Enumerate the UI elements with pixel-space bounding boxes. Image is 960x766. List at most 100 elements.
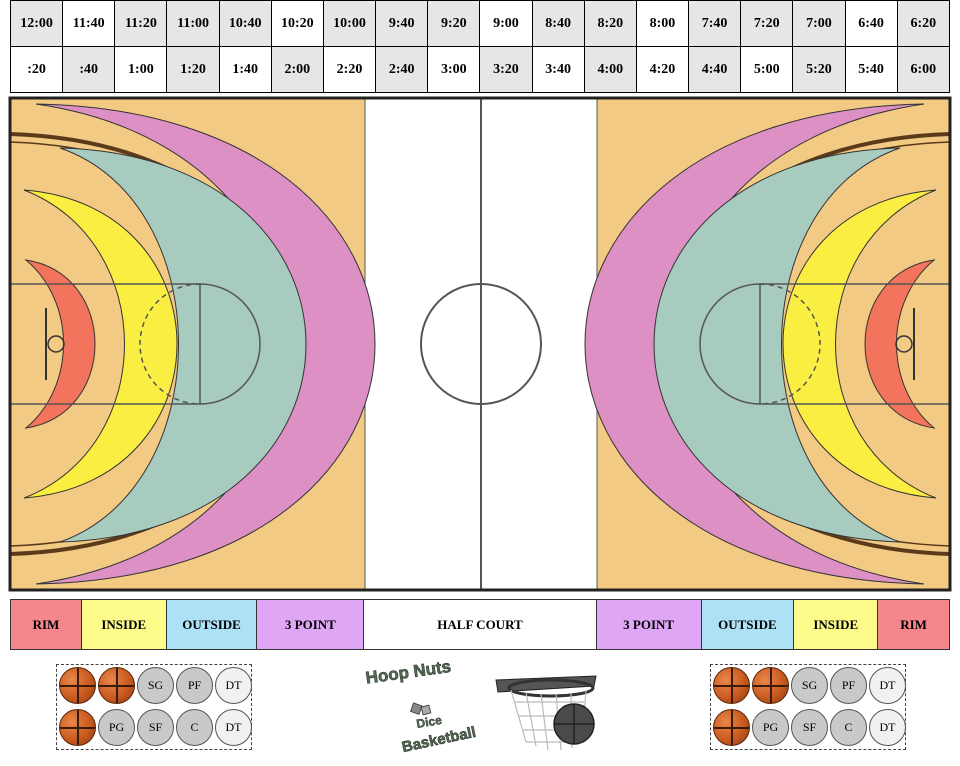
clock-cell[interactable]: 6:00 (896, 46, 951, 93)
clock-cell[interactable]: 1:40 (218, 46, 272, 93)
left-half (10, 103, 376, 585)
right-outside-zone[interactable] (653, 147, 901, 543)
clock-cell[interactable]: 11:40 (62, 0, 116, 47)
logo-text-hoop-nuts: Hoop Nuts (364, 662, 452, 688)
hoop-nuts-logo: Hoop Nuts Dice Basketball (364, 662, 597, 756)
clock-cell[interactable]: 6:40 (844, 0, 898, 47)
left-hoop (47, 335, 65, 353)
basketball-token-icon[interactable] (59, 709, 96, 746)
clock-cell[interactable]: 7:20 (740, 0, 794, 47)
right-half (584, 103, 950, 585)
clock-cell[interactable]: 2:40 (375, 46, 429, 93)
clock-cell[interactable]: 4:00 (583, 46, 637, 93)
zone-inside[interactable]: INSIDE (81, 600, 167, 649)
player-chip-dt[interactable]: DT (869, 667, 906, 704)
zone-3-point[interactable]: 3 POINT (596, 600, 702, 649)
player-chip-pf[interactable]: PF (830, 667, 867, 704)
clock-cell[interactable]: 3:00 (427, 46, 481, 93)
clock-cell[interactable]: 9:40 (375, 0, 429, 47)
left-key (10, 283, 201, 405)
player-chip-sg[interactable]: SG (791, 667, 828, 704)
court-border (8, 96, 952, 592)
basketball-token-icon[interactable] (713, 667, 750, 704)
clock-cell[interactable]: 12:00 (9, 0, 64, 47)
clock-cell[interactable]: 6:20 (896, 0, 951, 47)
clock-cell[interactable]: 1:20 (166, 46, 220, 93)
player-chip-sf[interactable]: SF (137, 709, 174, 746)
player-chip-dt[interactable]: DT (869, 709, 906, 746)
left-free-throw-arc (199, 283, 261, 405)
clock-cell[interactable]: :40 (62, 46, 116, 93)
clock-cell[interactable]: 10:20 (270, 0, 324, 47)
zone-rim[interactable]: RIM (11, 600, 82, 649)
zone-rim[interactable]: RIM (878, 600, 949, 649)
clock-cell[interactable]: 5:00 (740, 46, 794, 93)
dice-icon (420, 704, 432, 716)
zone-3-point[interactable]: 3 POINT (257, 600, 365, 649)
right-free-throw-arc-dashed (759, 283, 821, 405)
clock-cell[interactable]: 2:00 (270, 46, 324, 93)
left-inside-zone[interactable] (23, 189, 178, 499)
zone-outside[interactable]: OUTSIDE (166, 600, 258, 649)
player-chip-pg[interactable]: PG (752, 709, 789, 746)
dice-icon (410, 702, 423, 715)
clock-cell[interactable]: 4:40 (688, 46, 742, 93)
zone-half-court[interactable]: HALF COURT (364, 600, 597, 649)
clock-cell[interactable]: 1:00 (114, 46, 168, 93)
logo-text-dice: Dice (415, 713, 443, 731)
player-chip-pg[interactable]: PG (98, 709, 135, 746)
player-chip-sg[interactable]: SG (137, 667, 174, 704)
right-rim-zone[interactable] (864, 259, 936, 429)
player-chip-sf[interactable]: SF (791, 709, 828, 746)
zone-outside[interactable]: OUTSIDE (701, 600, 795, 649)
clock-cell[interactable]: 8:00 (635, 0, 690, 47)
hoop-net-icon (495, 675, 597, 751)
clock-cell[interactable]: 4:20 (635, 46, 690, 93)
player-chip-pf[interactable]: PF (176, 667, 213, 704)
right-key (759, 283, 950, 405)
left-rim-zone[interactable] (24, 259, 96, 429)
clock-cell[interactable]: 2:20 (322, 46, 377, 93)
right-free-throw-arc (699, 283, 761, 405)
basketball-token-icon[interactable] (752, 667, 789, 704)
clock-cell[interactable]: 7:40 (688, 0, 742, 47)
zone-inside[interactable]: INSIDE (794, 600, 879, 649)
clock-cell[interactable]: 5:40 (844, 46, 898, 93)
clock-cell[interactable]: 8:20 (583, 0, 637, 47)
right-hoop (895, 335, 913, 353)
basketball-token-icon[interactable] (59, 667, 96, 704)
basketball-token-icon[interactable] (713, 709, 750, 746)
right-inside-zone[interactable] (782, 189, 937, 499)
clock-cell[interactable]: :20 (9, 46, 64, 93)
left-outside-zone[interactable] (59, 147, 307, 543)
player-chip-c[interactable]: C (176, 709, 213, 746)
player-chip-c[interactable]: C (830, 709, 867, 746)
basketball-token-icon[interactable] (98, 667, 135, 704)
logo-text-basketball: Basketball (400, 724, 477, 756)
player-chip-dt[interactable]: DT (215, 709, 252, 746)
clock-cell[interactable]: 9:20 (427, 0, 481, 47)
left-free-throw-arc-dashed (139, 283, 201, 405)
clock-cell[interactable]: 9:00 (479, 0, 533, 47)
clock-cell[interactable]: 7:00 (792, 0, 846, 47)
center-circle (420, 283, 542, 405)
clock-cell[interactable]: 11:00 (166, 0, 220, 47)
clock-cell[interactable]: 3:40 (531, 46, 585, 93)
clock-cell[interactable]: 10:00 (322, 0, 377, 47)
clock-cell[interactable]: 10:40 (218, 0, 272, 47)
clock-cell[interactable]: 8:40 (531, 0, 585, 47)
player-chip-dt[interactable]: DT (215, 667, 252, 704)
clock-cell[interactable]: 3:20 (479, 46, 533, 93)
clock-cell[interactable]: 11:20 (114, 0, 168, 47)
clock-cell[interactable]: 5:20 (792, 46, 846, 93)
basketball-court (8, 96, 952, 592)
